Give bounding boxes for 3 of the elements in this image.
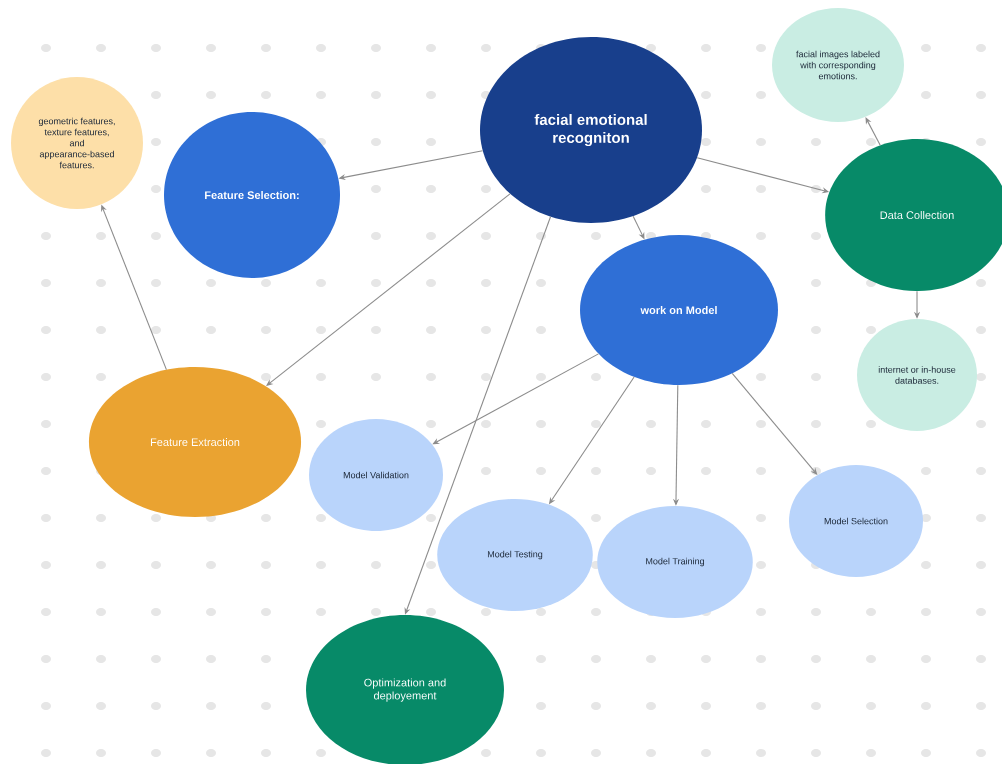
arrow — [404, 216, 552, 615]
arrow — [731, 372, 818, 475]
arrow — [865, 117, 881, 146]
